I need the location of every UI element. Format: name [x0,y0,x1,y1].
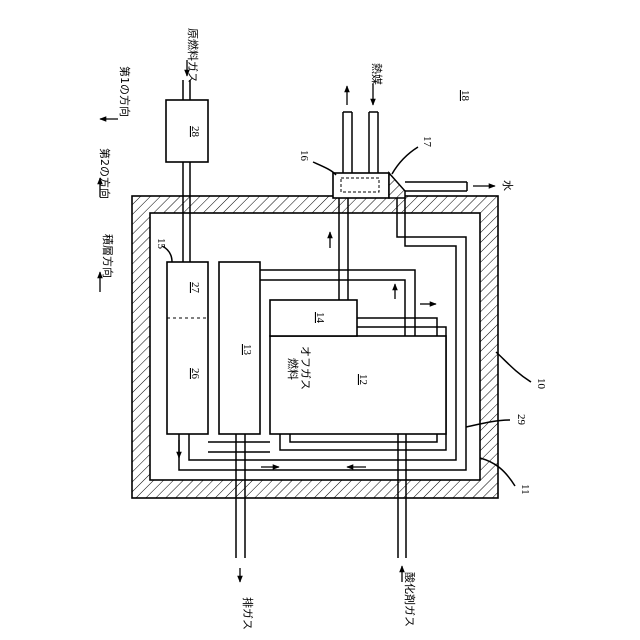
ref-28: 28 [189,126,201,138]
ref-26: 26 [189,368,201,380]
label-heat-medium: 熱媒 [370,63,383,85]
ref-17: 17 [421,136,433,148]
fuel-cell-stack-12 [270,336,446,434]
component-14 [270,300,357,336]
leader-17 [392,147,418,174]
label-fuel-off-gas-2: オフガス [299,346,312,390]
leader-10 [496,352,531,382]
ref-16: 16 [298,150,310,162]
label-fuel-off-gas-1: 燃料 [286,358,300,380]
label-raw-fuel-gas: 原燃料ガス [186,28,200,83]
label-stacking-direction: 積層方向 [101,234,115,278]
water-separator-17 [389,173,405,198]
ref-14: 14 [314,312,326,324]
ref-10: 10 [535,378,547,390]
ref-13: 13 [241,344,253,356]
ref-27: 27 [189,282,201,294]
label-water: 水 [501,180,514,191]
label-direction-2: 第2の方向 [98,148,112,199]
label-exhaust-gas: 排ガス [241,597,255,630]
ref-29: 29 [515,414,527,426]
label-direction-1: 第1の方向 [118,66,132,117]
ref-15: 15 [155,238,167,250]
ref-12: 12 [357,374,369,385]
ref-11: 11 [519,484,531,495]
ref-18: 18 [459,90,471,102]
label-oxidant-gas: 酸化剤ガス [403,572,417,627]
